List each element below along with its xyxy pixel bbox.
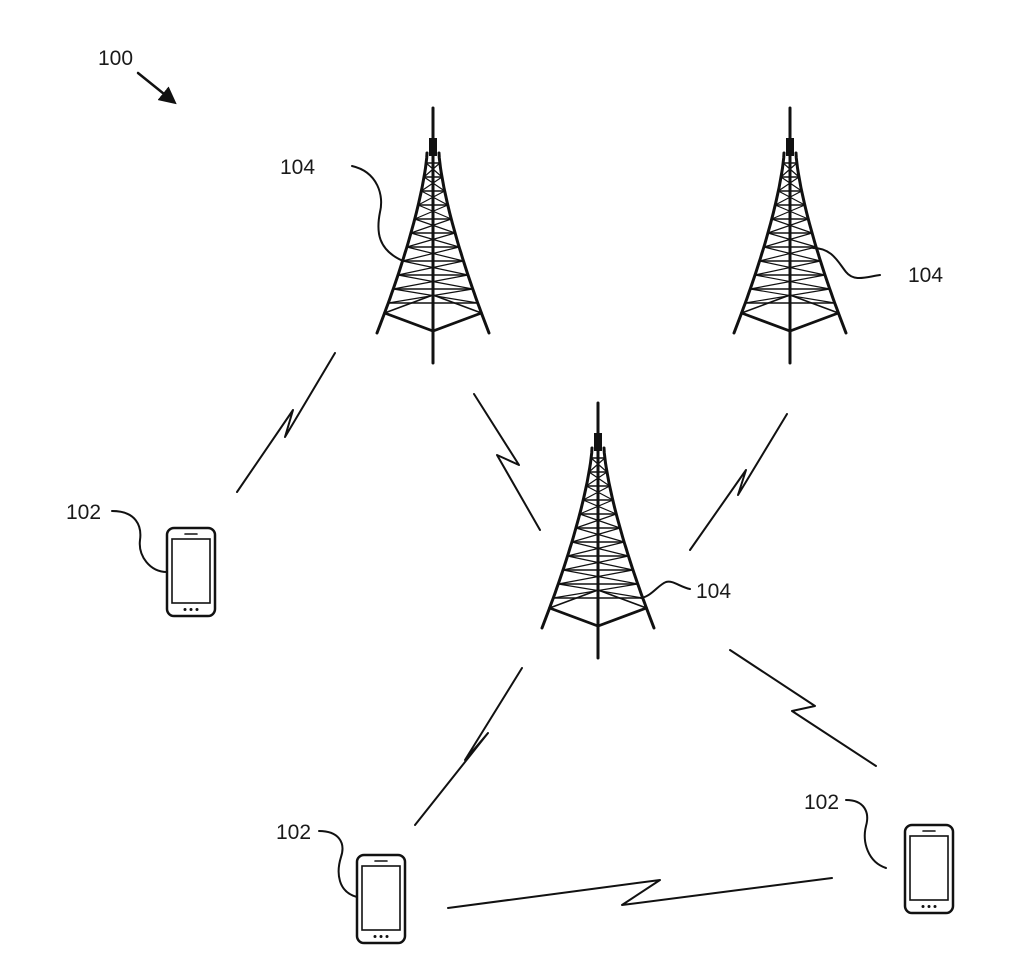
cell-tower-icon bbox=[540, 401, 656, 660]
figure-number-label: 100 bbox=[98, 47, 134, 70]
mobile-phone-icon bbox=[903, 823, 955, 915]
wireless-link-tower2-tower3 bbox=[689, 413, 788, 551]
wireless-link-tower3-phone3 bbox=[729, 649, 877, 767]
phone-ref-label: 102 bbox=[276, 821, 312, 844]
leader-line-phone1 bbox=[111, 510, 168, 573]
cell-tower-icon bbox=[375, 106, 491, 365]
phone-ref-label: 102 bbox=[804, 791, 840, 814]
cell-tower-icon bbox=[732, 106, 848, 365]
figure-arrow bbox=[136, 71, 177, 105]
wireless-link-phone2-phone3 bbox=[447, 877, 833, 909]
wireless-link-tower1-tower3 bbox=[473, 393, 541, 531]
phone-ref-label: 102 bbox=[66, 501, 102, 524]
tower-ref-label: 104 bbox=[908, 264, 944, 287]
tower-ref-label: 104 bbox=[280, 156, 316, 179]
mobile-phone-icon bbox=[165, 526, 217, 618]
leader-line-tower2 bbox=[812, 247, 881, 279]
mobile-phone-icon bbox=[355, 853, 407, 945]
tower-ref-label: 104 bbox=[696, 580, 732, 603]
leader-line-phone2 bbox=[318, 830, 358, 898]
leader-line-tower3 bbox=[640, 580, 691, 599]
wireless-link-tower3-phone2 bbox=[414, 667, 523, 826]
wireless-link-tower1-phone1 bbox=[236, 352, 336, 493]
leader-line-tower1 bbox=[351, 165, 404, 262]
leader-line-phone3 bbox=[845, 799, 887, 869]
